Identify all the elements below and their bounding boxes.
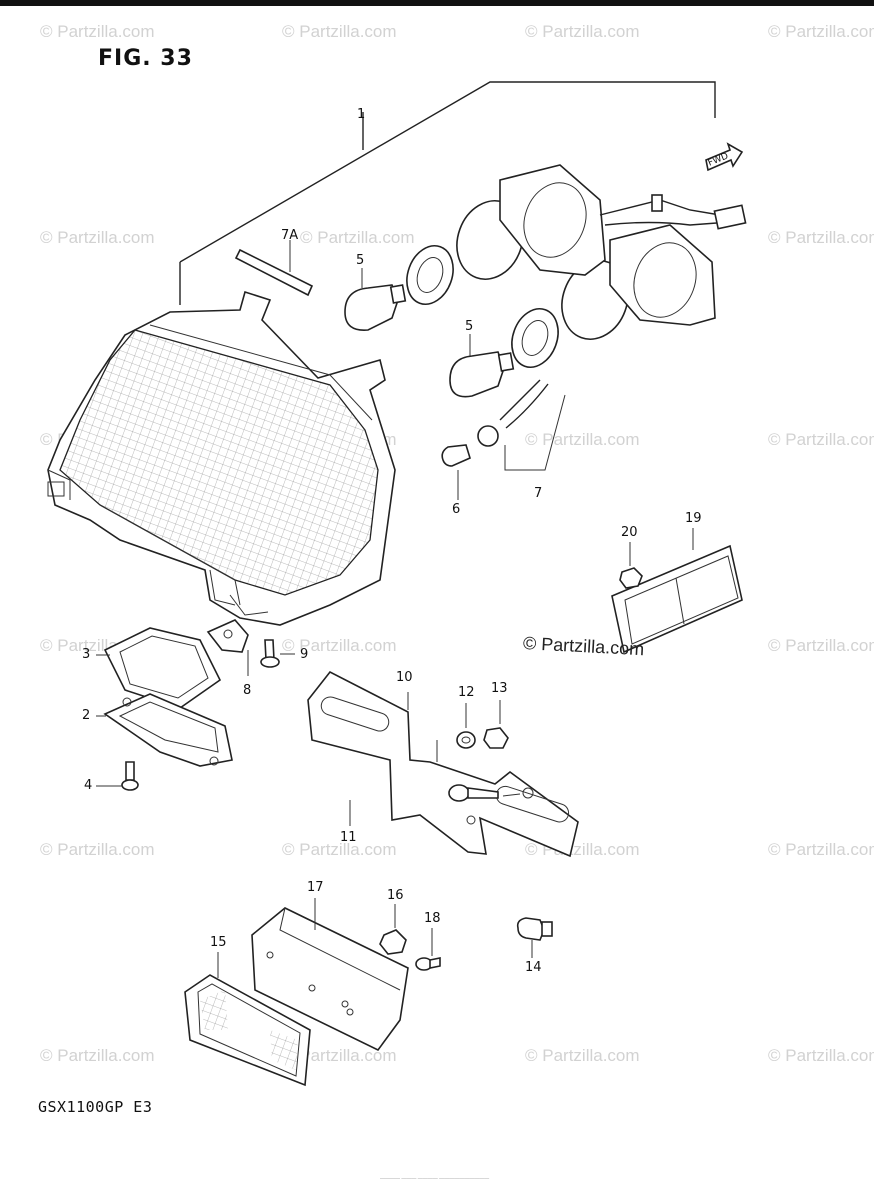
callout-9: 9 <box>300 647 309 662</box>
reflector-19 <box>611 528 743 654</box>
callout-17: 17 <box>307 880 324 895</box>
callout-6: 6 <box>452 502 461 517</box>
callout-1: 1 <box>357 107 366 122</box>
watermark: © Partzilla.com <box>40 228 155 247</box>
callout-12: 12 <box>458 685 475 700</box>
callout-5: 5 <box>465 319 474 334</box>
callout-2: 2 <box>82 708 91 723</box>
screw-4 <box>121 761 139 791</box>
watermark: © Partzilla.com <box>525 430 640 449</box>
callout-19: 19 <box>685 511 702 526</box>
callout-7: 7 <box>534 486 543 501</box>
callout-15: 15 <box>210 935 227 950</box>
watermark: © Partzilla.com <box>300 228 415 247</box>
watermark: © Partzilla.com <box>768 1046 874 1065</box>
bulb-14 <box>516 917 553 958</box>
model-code: GSX1100GP E3 <box>38 1098 153 1116</box>
assembly-bracket-1 <box>179 81 716 305</box>
footer-note: ———— ——— ———— —————————— <box>380 1176 490 1182</box>
figure-title: FIG. 33 <box>98 46 193 71</box>
nut-16 <box>379 904 407 955</box>
nut-20 <box>619 542 643 589</box>
bulb-5-lower <box>449 334 515 398</box>
callout-11: 11 <box>340 830 357 845</box>
watermark: © Partzilla.com <box>768 22 874 41</box>
washer-12 <box>456 703 476 749</box>
watermark: © Partzilla.com <box>282 22 397 41</box>
callout-14: 14 <box>525 960 542 975</box>
nut-13 <box>483 700 509 749</box>
watermark: © Partzilla.com <box>282 840 397 859</box>
watermark: © Partzilla.com <box>40 1046 155 1065</box>
callout-10: 10 <box>396 670 413 685</box>
watermark: © Partzilla.com <box>768 228 874 247</box>
callout-3: 3 <box>82 647 91 662</box>
callout-5: 5 <box>356 253 365 268</box>
screw-18 <box>415 928 441 971</box>
license-lens-15 <box>184 952 311 1087</box>
callout-16: 16 <box>387 888 404 903</box>
lens-2 <box>103 693 233 767</box>
lens-gasket-3 <box>100 627 222 709</box>
top-border <box>0 0 874 6</box>
small-bulb-6 <box>441 425 499 500</box>
watermark: © Partzilla.com <box>525 1046 640 1065</box>
watermark: © Partzilla.com <box>282 636 397 655</box>
callout-7a: 7A <box>281 228 299 243</box>
fwd-arrow-icon <box>705 142 744 172</box>
watermark: © Partzilla.com <box>282 1046 397 1065</box>
screw-11 <box>349 784 521 826</box>
watermark: © Partzilla.com <box>40 22 155 41</box>
bulb-5-upper <box>344 268 407 331</box>
callout-13: 13 <box>491 681 508 696</box>
socket-harness-7 <box>406 164 747 471</box>
part-7a-seal-strip <box>234 240 314 297</box>
callout-8: 8 <box>243 683 252 698</box>
watermark: © Partzilla.com <box>768 430 874 449</box>
watermark: © Partzilla.com <box>768 636 874 655</box>
headlamp-housing <box>47 290 396 626</box>
watermark: © Partzilla.com <box>40 840 155 859</box>
callout-4: 4 <box>84 778 93 793</box>
callout-18: 18 <box>424 911 441 926</box>
screw-9 <box>260 639 295 668</box>
license-bracket-10 <box>307 670 579 858</box>
bracket-8 <box>206 619 249 676</box>
callout-20: 20 <box>621 525 638 540</box>
license-lamp-housing-17 <box>251 898 409 1052</box>
watermark: © Partzilla.com <box>768 840 874 859</box>
watermark: © Partzilla.com <box>525 22 640 41</box>
